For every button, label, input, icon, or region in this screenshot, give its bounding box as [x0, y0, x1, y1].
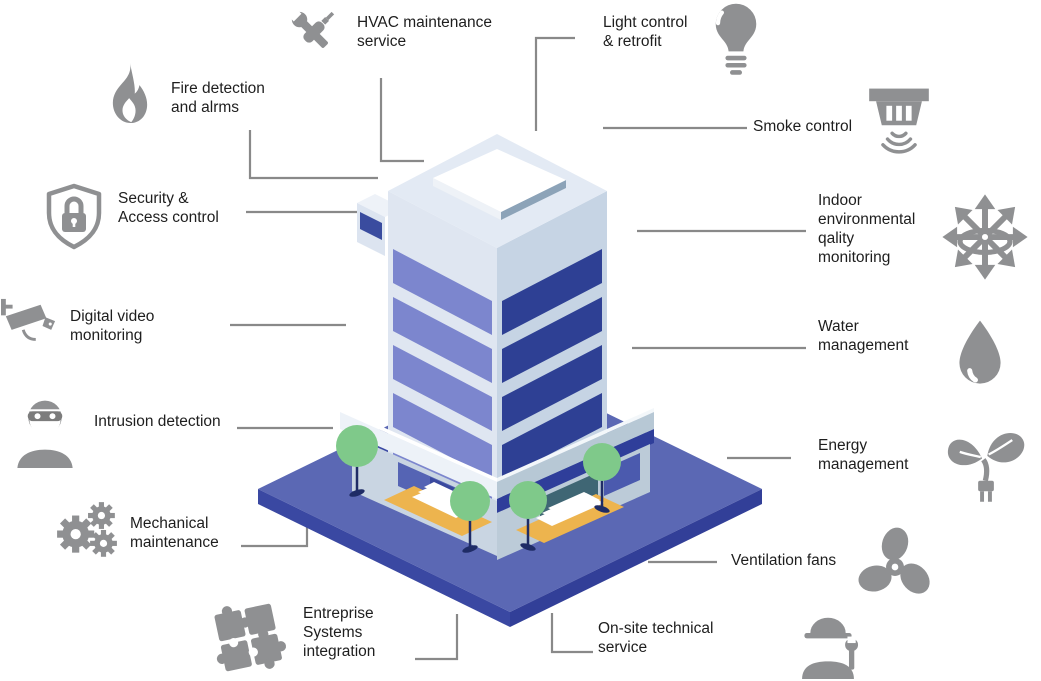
node-label: Light control & retrofit — [603, 14, 688, 50]
node-water-management: Water management — [818, 318, 1012, 390]
node-ventilation-fans: Ventilation fans — [731, 527, 936, 608]
connector-mechanical — [241, 521, 309, 548]
connector-enterprise — [415, 614, 459, 661]
node-indoor-environment: Indoor environmental qality monitoring — [818, 192, 1032, 284]
node-digital-video: Digital video monitoring — [0, 297, 154, 353]
tools-icon — [281, 4, 345, 62]
node-label: Entreprise Systems integration — [303, 605, 376, 660]
node-label: Energy management — [818, 437, 909, 473]
node-label: Water management — [818, 318, 909, 354]
node-label: Indoor environmental qality monitoring — [818, 192, 916, 266]
worker-icon — [790, 613, 866, 679]
node-energy-management: Energy management — [818, 432, 1028, 507]
node-label: HVAC maintenance service — [357, 14, 492, 50]
flame-icon — [103, 63, 157, 123]
node-label: Ventilation fans — [731, 552, 837, 569]
connector-fire — [248, 130, 378, 180]
cctv-camera-icon — [0, 297, 58, 353]
node-label: Intrusion detection — [94, 413, 221, 430]
node-light-control: Light control & retrofit — [603, 3, 765, 76]
water-drop-icon — [948, 318, 1012, 390]
node-security-access: Security & Access control — [42, 183, 219, 253]
plant-plug-icon — [944, 423, 1028, 507]
node-label: Security & Access control — [118, 190, 219, 226]
node-label: On-site technical service — [598, 620, 714, 656]
shield-lock-icon — [42, 183, 106, 253]
gears-icon — [54, 500, 120, 562]
node-enterprise-systems: Entreprise Systems integration — [208, 596, 375, 680]
connector-onsite — [550, 613, 593, 654]
node-label: Mechanical maintenance — [130, 515, 219, 551]
lightbulb-icon — [707, 2, 765, 76]
connector-hvac — [379, 78, 424, 163]
fan-icon — [854, 526, 936, 608]
node-onsite-technical: On-site technical service — [598, 617, 866, 679]
node-label: Smoke control — [753, 118, 853, 135]
node-fire-detection: Fire detection and alrms — [103, 63, 265, 123]
trees — [336, 425, 621, 553]
burglar-icon — [8, 392, 82, 468]
connector-light — [534, 36, 575, 131]
tower — [357, 134, 607, 522]
direction-arrows-icon — [938, 190, 1032, 284]
node-mechanical-maintenance: Mechanical maintenance — [54, 500, 219, 562]
smoke-detector-icon — [862, 84, 936, 162]
node-smoke-control: Smoke control — [753, 88, 936, 162]
node-label: Fire detection and alrms — [171, 80, 265, 116]
node-hvac-maintenance: HVAC maintenance service — [281, 4, 492, 62]
puzzle-icon — [208, 596, 290, 680]
node-intrusion-detection: Intrusion detection — [8, 392, 221, 468]
node-label: Digital video monitoring — [70, 308, 155, 344]
